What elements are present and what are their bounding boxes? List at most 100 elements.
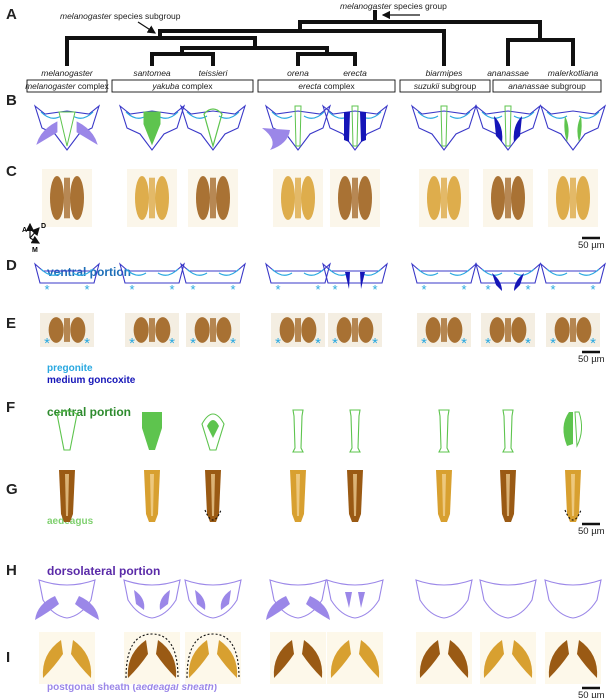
scale-bar-label: 50 µm	[578, 526, 605, 537]
schematic-d-teissieri: **	[180, 262, 246, 297]
photo-i-melanogaster	[39, 632, 95, 684]
species-label-santomea: santomea	[133, 68, 171, 78]
asterisk-marker: *	[590, 335, 596, 352]
group-annotation: melanogaster species group	[340, 1, 447, 11]
row-d-ventral-schematics: ****************	[34, 262, 606, 297]
asterisk-marker: *	[230, 282, 235, 297]
asterisk-marker: *	[550, 282, 555, 297]
scale-bar-label: 50 µm	[578, 354, 605, 365]
schematic-d-orena: **	[265, 262, 331, 297]
photo-e-malerkotliana: **	[546, 313, 600, 352]
asterisk-marker: *	[372, 335, 378, 352]
orientation-d: D	[41, 223, 46, 230]
asterisk-marker: *	[550, 335, 556, 352]
photo-g-santomea	[144, 470, 160, 522]
asterisk-marker: *	[84, 335, 90, 352]
row-g-aedeagus-photos	[59, 470, 582, 522]
species-label-teissieri: teissieri	[199, 68, 229, 78]
row-i-postgonal-photos	[39, 632, 601, 684]
photo-e-orena: **	[271, 313, 325, 352]
species-label-malerkotliana: malerkotliana	[548, 68, 599, 78]
schematic-d-biarmipes: **	[411, 262, 477, 297]
schematic-f-melanogaster	[56, 410, 78, 451]
complex-box-suzukii: suzukii subgroup	[399, 79, 491, 93]
row-letter-i: I	[6, 649, 10, 666]
schematic-d-erecta: **	[322, 262, 388, 297]
photo-g-erecta	[347, 470, 363, 522]
asterisk-marker: *	[129, 282, 134, 297]
row-letter-g: G	[6, 481, 18, 498]
subgroup-annotation: melanogaster species subgroup	[60, 11, 181, 21]
svg-text:melanogaster complex: melanogaster complex	[25, 81, 109, 91]
photo-e-teissieri: **	[186, 313, 240, 352]
species-label-erecta: erecta	[343, 68, 367, 78]
asterisk-marker: *	[315, 335, 321, 352]
asterisk-marker: *	[485, 335, 491, 352]
asterisk-marker: *	[421, 282, 426, 297]
schematic-h-malerkotliana	[544, 579, 602, 619]
schematic-b-santomea	[118, 104, 186, 151]
row-f-aedeagus-schematics	[56, 409, 583, 453]
schematic-f-malerkotliana	[563, 411, 583, 448]
photo-i-orena	[270, 632, 326, 684]
row-letter-f: F	[6, 399, 15, 416]
photo-c-teissieri	[188, 169, 238, 227]
photo-g-malerkotliana	[564, 470, 582, 522]
photo-e-melanogaster: **	[40, 313, 94, 352]
row-letter-e: E	[6, 315, 16, 332]
asterisk-marker: *	[230, 335, 236, 352]
orientation-m: M	[32, 247, 38, 254]
photo-g-melanogaster	[59, 470, 75, 522]
photo-i-teissieri	[185, 632, 241, 684]
complex-box-erecta: erecta complex	[257, 79, 396, 93]
species-label-ananassae: ananassae	[487, 68, 529, 78]
asterisk-marker: *	[190, 335, 196, 352]
photo-g-ananassae	[500, 470, 516, 522]
row-b-schematics	[33, 104, 607, 151]
asterisk-marker: *	[525, 282, 530, 297]
photo-c-santomea	[127, 169, 177, 227]
schematic-b-melanogaster	[33, 104, 101, 151]
scale-bar-row-i: 50 µm	[578, 686, 605, 698]
orientation-a: A	[22, 227, 27, 234]
photo-i-malerkotliana	[545, 632, 601, 684]
asterisk-marker: *	[485, 282, 490, 297]
row-c-photos	[42, 169, 598, 227]
row-letter-a: A	[6, 6, 17, 23]
schematic-b-ananassae	[474, 104, 542, 151]
row-letter-h: H	[6, 562, 17, 579]
photo-e-biarmipes: **	[417, 313, 471, 352]
asterisk-marker: *	[275, 335, 281, 352]
photo-c-malerkotliana	[548, 169, 598, 227]
photo-c-ananassae	[483, 169, 533, 227]
complex-box-melanogaster: melanogaster complex	[25, 79, 110, 93]
species-label-orena: orena	[287, 68, 309, 78]
photo-e-ananassae: **	[481, 313, 535, 352]
photo-c-erecta	[330, 169, 380, 227]
scale-bar-row-g: 50 µm	[578, 522, 605, 537]
asterisk-marker: *	[372, 282, 377, 297]
schematic-h-melanogaster	[35, 579, 99, 620]
asterisk-marker: *	[332, 335, 338, 352]
schematic-d-ananassae: **	[475, 262, 541, 297]
asterisk-marker: *	[315, 282, 320, 297]
section-dorsolateral: dorsolateral portion	[47, 564, 160, 578]
schematic-b-malerkotliana	[539, 104, 607, 151]
schematic-h-teissieri	[184, 579, 242, 619]
asterisk-marker: *	[461, 335, 467, 352]
key-aedeagus: aedeagus	[47, 516, 94, 527]
asterisk-marker: *	[461, 282, 466, 297]
photo-g-orena	[290, 470, 306, 522]
photo-i-erecta	[327, 632, 383, 684]
species-label-biarmipes: biarmipes	[426, 68, 464, 78]
schematic-d-santomea: **	[119, 262, 185, 297]
svg-text:erecta complex: erecta complex	[298, 81, 355, 91]
key-medium-gonocoxite: medium goncoxite	[47, 375, 136, 386]
asterisk-marker: *	[421, 335, 427, 352]
schematic-h-santomea	[123, 579, 181, 619]
phylogeny-tree	[65, 10, 575, 66]
asterisk-marker: *	[169, 282, 174, 297]
orientation-axes: A D M	[22, 222, 46, 254]
